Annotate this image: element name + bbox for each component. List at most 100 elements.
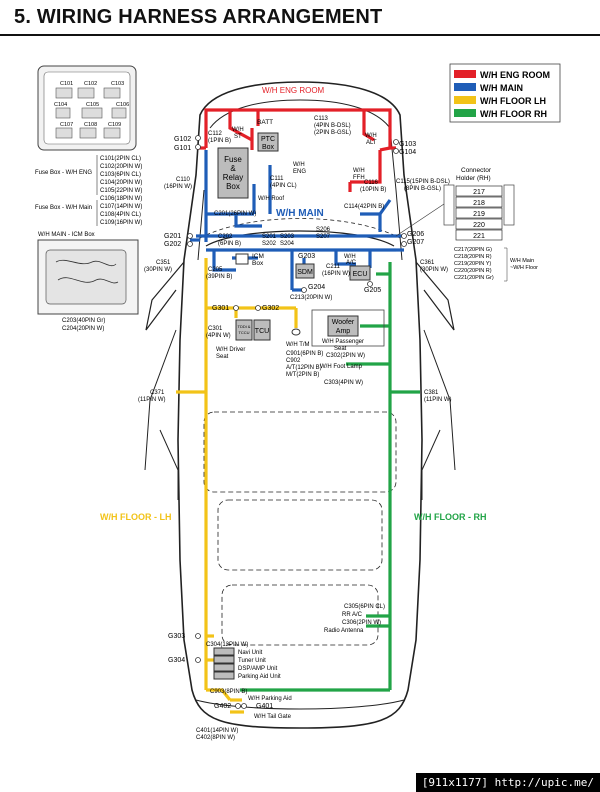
svg-text:C109: C109 (108, 122, 121, 128)
ground-label: G102 (174, 136, 191, 143)
floor-rh-harness-label: W/H FLOOR - RH (414, 512, 487, 522)
fuse-box-connector-list: Fuse Box - W/H ENG Fuse Box - W/H Main C… (35, 155, 142, 226)
svg-text:W/H T/M: W/H T/M (286, 342, 310, 348)
svg-text:C901(6PIN B): C901(6PIN B) (286, 351, 323, 357)
navi-unit[interactable] (213, 647, 235, 656)
svg-text:C114(42PIN B): C114(42PIN B) (344, 204, 384, 210)
tuner-unit[interactable] (213, 655, 235, 664)
parking-aid-unit[interactable] (213, 671, 235, 680)
ground-label: G207 (407, 239, 424, 246)
svg-text:W/H Passenger: W/H Passenger (322, 339, 364, 345)
dsp-amp-unit[interactable] (213, 663, 235, 672)
svg-text:C361: C361 (420, 260, 435, 266)
svg-text:W/H: W/H (353, 168, 365, 174)
svg-text:(11PIN W): (11PIN W) (424, 397, 452, 403)
floor-lh-harness-label: W/H FLOOR - LH (100, 512, 172, 522)
ground-label: G302 (262, 305, 279, 312)
harness-eng-room (198, 108, 396, 192)
harness-floor-lh (176, 258, 298, 714)
svg-text:W/H Parking Aid: W/H Parking Aid (248, 696, 292, 702)
svg-text:C301: C301 (208, 326, 223, 332)
tm-connector (291, 328, 301, 336)
svg-text:C203(40PIN Gr): C203(40PIN Gr) (62, 318, 105, 324)
svg-text:Amp: Amp (336, 328, 351, 335)
svg-text:C213(20PIN W): C213(20PIN W) (290, 295, 332, 301)
svg-text:Seat: Seat (334, 346, 347, 352)
legend-swatch-floor-rh (454, 109, 476, 117)
svg-text:C107: C107 (60, 122, 73, 128)
svg-text:W/H: W/H (293, 162, 305, 168)
svg-text:C401(14PIN W): C401(14PIN W) (196, 728, 238, 734)
tdd-module[interactable] (235, 319, 253, 341)
svg-text:(1PIN B): (1PIN B) (208, 138, 231, 144)
footer-watermark: [911x1177] http://upic.me/ (415, 773, 600, 792)
svg-text:C304(12PIN W): C304(12PIN W) (206, 642, 248, 648)
svg-text:C102: C102 (84, 81, 97, 87)
svg-text:RR A/C: RR A/C (342, 612, 363, 618)
svg-text:Radio Antenna: Radio Antenna (324, 628, 364, 634)
svg-text:(4PIN W): (4PIN W) (206, 333, 231, 339)
svg-text:FFH: FFH (353, 175, 365, 181)
svg-text:S202: S202 (262, 241, 277, 247)
svg-text:(16PIN W): (16PIN W) (322, 271, 350, 277)
fuse-box-inset: C101 C102 C103 C104 C105 C106 C107 C108 … (37, 65, 137, 151)
svg-text:W/H: W/H (232, 127, 244, 133)
icm-box-inset: W/H MAIN - ICM Box C203(40PIN Gr) C204(2… (37, 232, 139, 332)
svg-text:C106(18PIN W): C106(18PIN W) (100, 196, 142, 202)
svg-text:C306(2PIN W): C306(2PIN W) (342, 620, 381, 626)
woofer-amp[interactable] (327, 315, 359, 337)
ecu-module[interactable] (349, 265, 371, 281)
svg-text:W/H Driver: W/H Driver (216, 347, 245, 353)
svg-text:Holder (RH): Holder (RH) (456, 175, 491, 182)
svg-text:C219(20PIN Y): C219(20PIN Y) (454, 261, 491, 267)
vehicle-outline (144, 81, 456, 729)
svg-text:(4PIN B-DSL): (4PIN B-DSL) (314, 123, 351, 129)
svg-text:S203: S203 (280, 234, 295, 240)
fuse-relay-box[interactable] (217, 147, 249, 199)
svg-text:(16PIN W): (16PIN W) (164, 184, 192, 190)
svg-text:C108: C108 (84, 122, 97, 128)
ptc-box[interactable] (257, 132, 279, 152)
svg-text:Tuner Unit: Tuner Unit (238, 658, 266, 664)
ground-label: G201 (164, 233, 181, 240)
ground-label: G101 (174, 145, 191, 152)
legend-swatch-floor-lh (454, 96, 476, 104)
svg-text:C112: C112 (208, 131, 223, 137)
svg-text:C902: C902 (286, 358, 301, 364)
svg-text:~W/H Floor: ~W/H Floor (510, 265, 538, 271)
legend-swatch-eng-room (454, 70, 476, 78)
svg-text:C381: C381 (424, 390, 439, 396)
ground-label: G103 (399, 141, 416, 148)
svg-text:W/H Roof: W/H Roof (258, 196, 284, 202)
svg-text:ENG: ENG (293, 169, 306, 175)
ground-label: G205 (364, 287, 381, 294)
legend-label: W/H FLOOR RH (480, 109, 547, 119)
svg-text:(30PIN W): (30PIN W) (420, 267, 448, 273)
svg-text:C107(14PIN W): C107(14PIN W) (100, 204, 142, 210)
sdm-module[interactable] (295, 263, 315, 279)
svg-text:S206: S206 (316, 227, 331, 233)
svg-text:Fuse: Fuse (224, 155, 242, 164)
harness-floor-rh (240, 262, 420, 692)
svg-text:Woofer: Woofer (332, 319, 355, 326)
tcu-module[interactable] (253, 319, 271, 341)
woofer-amp-frame (311, 309, 385, 347)
ground-label: G204 (308, 284, 325, 291)
connector-slot: 218 (473, 200, 485, 207)
svg-text:TCU: TCU (255, 328, 269, 335)
connector-labels: C112 (1PIN B) C113 (4PIN B-DSL) (2PIN B-… (138, 116, 452, 741)
svg-text:Navi Unit: Navi Unit (238, 650, 263, 656)
svg-text:Connector: Connector (461, 167, 492, 174)
svg-text:C302(2PIN W): C302(2PIN W) (326, 353, 365, 359)
ground-label: G402 (214, 703, 231, 710)
svg-text:W/H: W/H (344, 254, 356, 260)
connector-holder: Connector Holder (RH) 217 218 219 220 22… (395, 167, 538, 282)
svg-text:(30PIN W): (30PIN W) (144, 267, 172, 273)
svg-text:Fuse Box - W/H ENG: Fuse Box - W/H ENG (35, 170, 92, 176)
svg-text:Relay: Relay (223, 173, 243, 182)
svg-text:C101: C101 (60, 81, 73, 87)
ground-label: G301 (212, 305, 229, 312)
svg-text:C116: C116 (364, 180, 379, 186)
svg-text:A/C: A/C (346, 260, 357, 266)
